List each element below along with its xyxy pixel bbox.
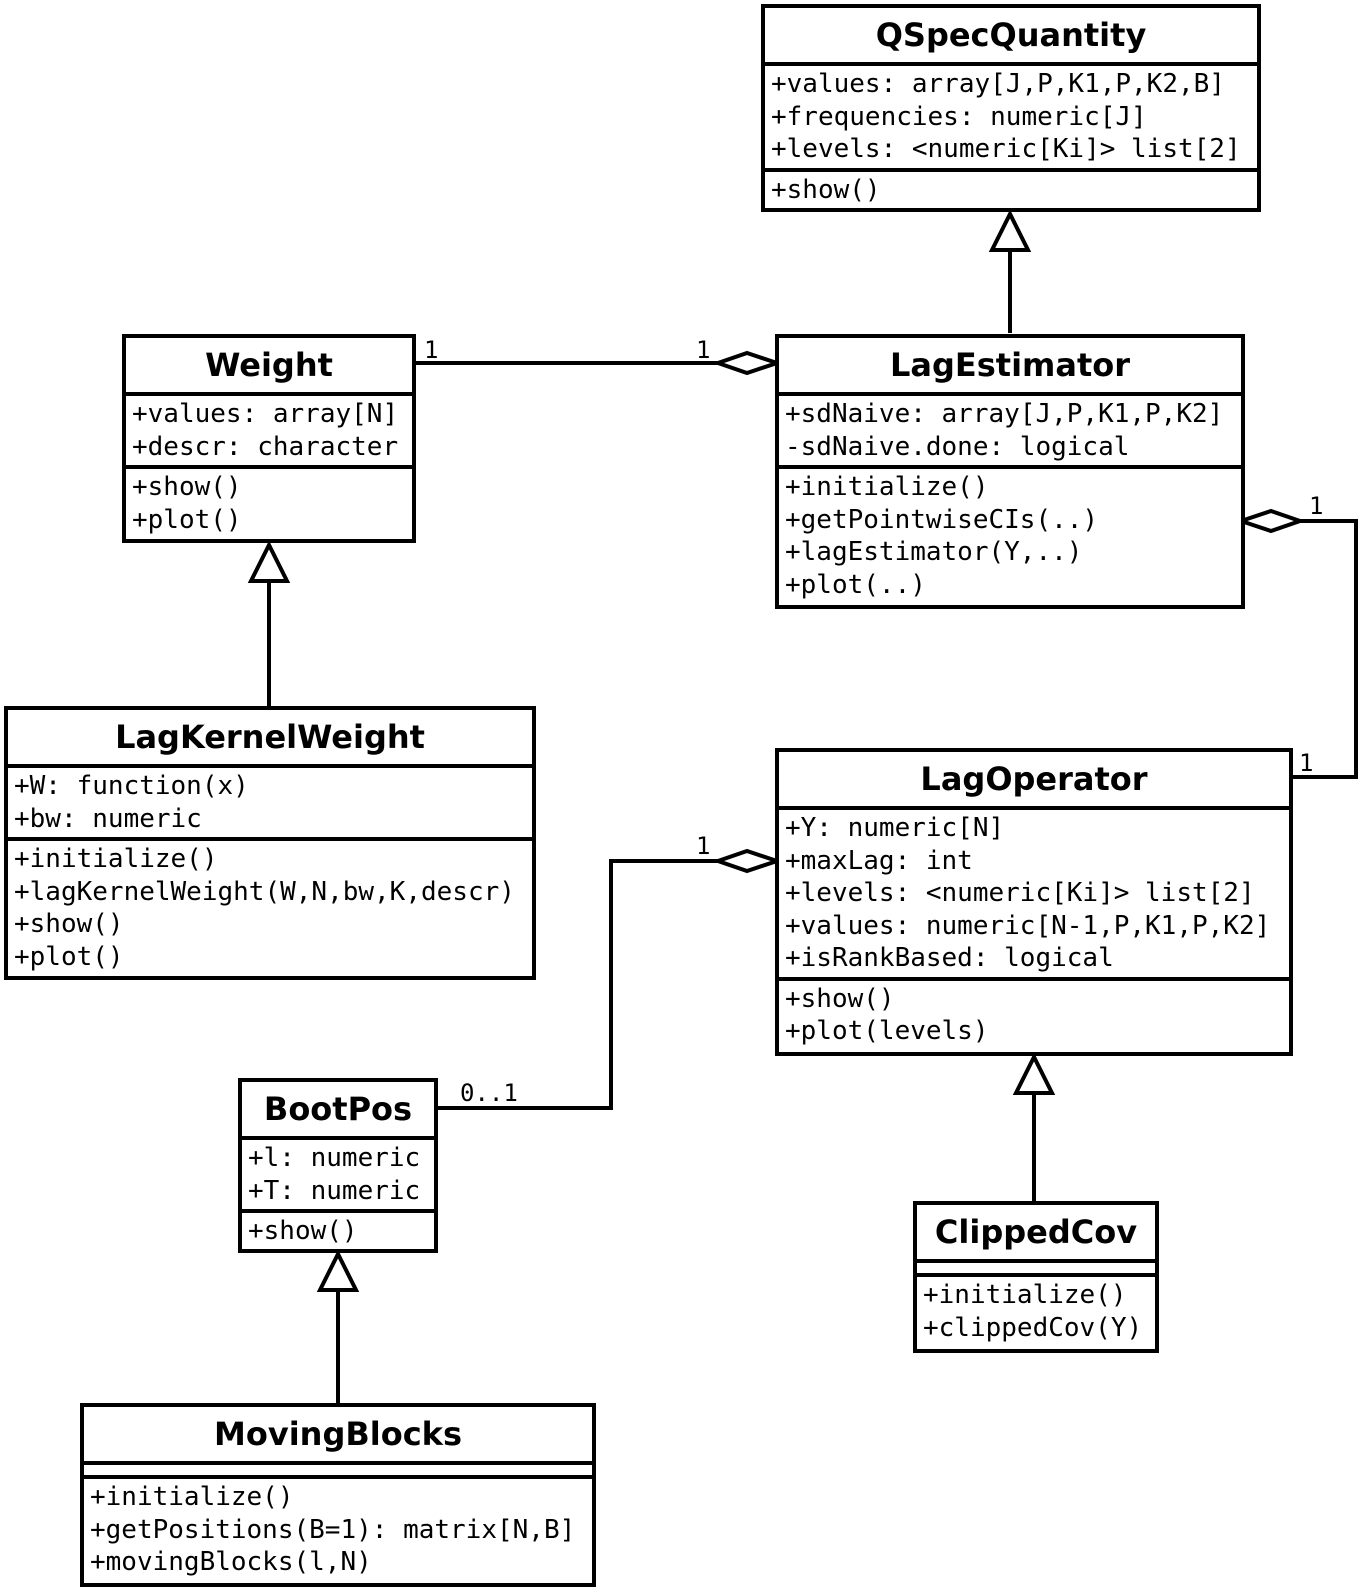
generalization-arrowhead <box>988 209 1032 252</box>
attribute: +Y: numeric[N] <box>785 813 1005 843</box>
aggregation-lagestimator-weight <box>413 350 784 376</box>
methods-section: +initialize() +lagKernelWeight(W,N,bw,K,… <box>8 841 532 975</box>
methods-section: +show() <box>765 172 1257 209</box>
multiplicity-label: 1 <box>424 336 439 364</box>
attribute: +maxLag: int <box>785 845 973 876</box>
class-name: LagKernelWeight <box>8 710 532 768</box>
method: +plot(..) <box>785 569 926 600</box>
method: +lagKernelWeight(W,N,bw,K,descr) <box>14 876 515 907</box>
multiplicity-label: 1 <box>1299 749 1314 777</box>
attribute: +sdNaive: array[J,P,K1,P,K2] <box>785 399 1224 429</box>
class-qspecquantity: QSpecQuantity +values: array[J,P,K1,P,K2… <box>761 4 1261 212</box>
attribute: -sdNaive.done: logical <box>785 431 1130 462</box>
method: +show() <box>248 1216 358 1246</box>
methods-section: +initialize() +getPointwiseCIs(..) +lagE… <box>779 469 1241 603</box>
attribute: +values: array[J,P,K1,P,K2,B] <box>771 69 1225 99</box>
class-name: LagOperator <box>779 752 1289 810</box>
aggregation-diamond <box>1234 508 1307 534</box>
class-weight: Weight +values: array[N] +descr: charact… <box>122 334 416 543</box>
methods-section: +initialize() +getPositions(B=1): matrix… <box>84 1479 592 1581</box>
methods-section: +show() +plot() <box>126 469 412 538</box>
method: +plot() <box>132 504 242 535</box>
aggregation-diamond <box>711 350 784 376</box>
method: +show() <box>132 472 242 502</box>
attributes-section <box>917 1263 1155 1277</box>
class-lagkernelweight: LagKernelWeight +W: function(x) +bw: num… <box>4 706 536 980</box>
class-clippedcov: ClippedCov +initialize() +clippedCov(Y) <box>913 1201 1159 1353</box>
methods-section: +initialize() +clippedCov(Y) <box>917 1277 1155 1346</box>
method: +movingBlocks(l,N) <box>90 1547 372 1577</box>
class-name: LagEstimator <box>779 338 1241 396</box>
method: +plot(levels) <box>785 1016 989 1046</box>
method: +initialize() <box>90 1482 294 1512</box>
attribute: +values: numeric[N-1,P,K1,P,K2] <box>785 910 1271 941</box>
class-lagoperator: LagOperator +Y: numeric[N] +maxLag: int … <box>775 748 1293 1056</box>
generalization-arrowhead <box>316 1249 360 1292</box>
method: +initialize() <box>923 1280 1127 1310</box>
attributes-section: +W: function(x) +bw: numeric <box>8 768 532 841</box>
class-name: ClippedCov <box>917 1205 1155 1263</box>
attribute: +levels: <numeric[Ki]> list[2] <box>785 878 1255 908</box>
multiplicity-label: 1 <box>696 336 711 364</box>
method: +lagEstimator(Y,..) <box>785 537 1083 567</box>
generalization-movingblocks-bootpos <box>316 1249 360 1405</box>
class-name: QSpecQuantity <box>765 8 1257 66</box>
aggregation-lagoperator-bootpos <box>436 848 784 1110</box>
attribute: +l: numeric <box>248 1143 421 1173</box>
method: +getPositions(B=1): matrix[N,B] <box>90 1514 576 1545</box>
class-lagestimator: LagEstimator +sdNaive: array[J,P,K1,P,K2… <box>775 334 1245 609</box>
method: +show() <box>14 909 124 939</box>
generalization-arrowhead <box>247 540 291 583</box>
method: +show() <box>785 983 895 1014</box>
class-name: Weight <box>126 338 412 396</box>
attribute: +T: numeric <box>248 1175 421 1206</box>
attribute: +frequencies: numeric[J] <box>771 101 1147 132</box>
class-movingblocks: MovingBlocks +initialize() +getPositions… <box>80 1403 596 1587</box>
multiplicity-label: 0..1 <box>460 1079 518 1107</box>
generalization-lagkernelweight-weight <box>247 540 291 708</box>
method: +initialize() <box>785 472 989 502</box>
multiplicity-label: 1 <box>696 832 711 860</box>
methods-section: +show() +plot(levels) <box>779 981 1289 1050</box>
method: +initialize() <box>14 844 218 874</box>
multiplicity-label: 1 <box>1309 492 1324 520</box>
generalization-clippedcov-lagoperator <box>1012 1052 1056 1203</box>
method: +plot() <box>14 941 124 972</box>
attribute: +bw: numeric <box>14 803 202 834</box>
aggregation-lagestimator-lagoperator <box>1234 508 1358 779</box>
attribute: +descr: character <box>132 431 399 462</box>
attribute: +values: array[N] <box>132 399 399 429</box>
class-name: MovingBlocks <box>84 1407 592 1465</box>
attributes-section: +Y: numeric[N] +maxLag: int +levels: <nu… <box>779 810 1289 981</box>
methods-section: +show() <box>242 1213 434 1250</box>
class-bootpos: BootPos +l: numeric +T: numeric +show() <box>238 1078 438 1253</box>
class-name: BootPos <box>242 1082 434 1140</box>
method: +getPointwiseCIs(..) <box>785 504 1099 535</box>
attribute: +isRankBased: logical <box>785 943 1114 973</box>
attributes-section: +sdNaive: array[J,P,K1,P,K2] -sdNaive.do… <box>779 396 1241 469</box>
method: +clippedCov(Y) <box>923 1312 1143 1343</box>
attribute: +levels: <numeric[Ki]> list[2] <box>771 134 1241 164</box>
attributes-section <box>84 1465 592 1479</box>
attribute: +W: function(x) <box>14 771 249 801</box>
generalization-arrowhead <box>1012 1052 1056 1095</box>
aggregation-diamond <box>711 848 784 874</box>
generalization-lagestimator-qspecquantity <box>988 209 1032 333</box>
attributes-section: +l: numeric +T: numeric <box>242 1140 434 1213</box>
attributes-section: +values: array[J,P,K1,P,K2,B] +frequenci… <box>765 66 1257 172</box>
attributes-section: +values: array[N] +descr: character <box>126 396 412 469</box>
method: +show() <box>771 174 881 205</box>
